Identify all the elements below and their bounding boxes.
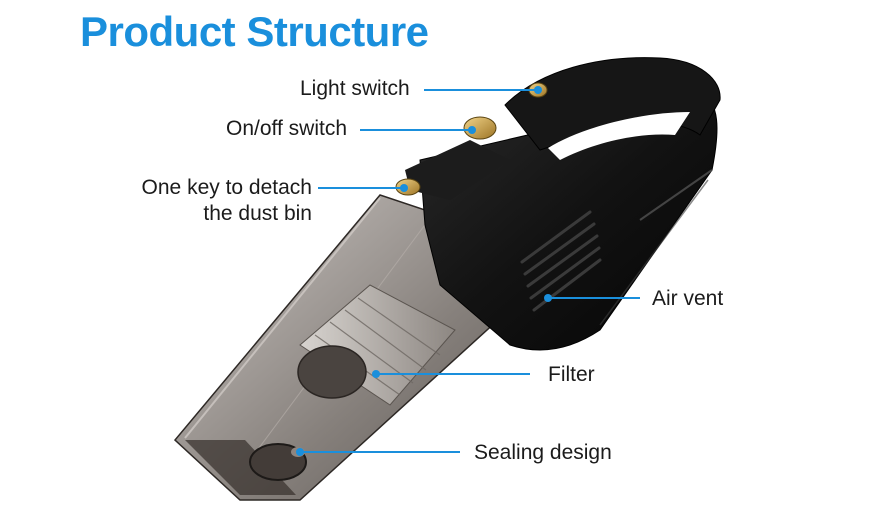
leader-lines (300, 89, 640, 453)
leader-dots (296, 86, 552, 456)
handle (504, 57, 721, 160)
filter-cylinder (297, 284, 456, 406)
label-light-switch: Light switch (300, 77, 410, 100)
top-cap (405, 140, 510, 200)
air-vent-slots (520, 210, 602, 312)
label-air-vent: Air vent (652, 287, 724, 310)
label-filter: Filter (548, 363, 595, 386)
label-sealing-design: Sealing design (474, 441, 612, 464)
label-detach-line2: the dust bin (203, 202, 312, 225)
label-onoff-switch: On/off switch (226, 117, 347, 140)
page-title: Product Structure (80, 8, 429, 55)
label-detach-line1: One key to detach (141, 176, 312, 199)
